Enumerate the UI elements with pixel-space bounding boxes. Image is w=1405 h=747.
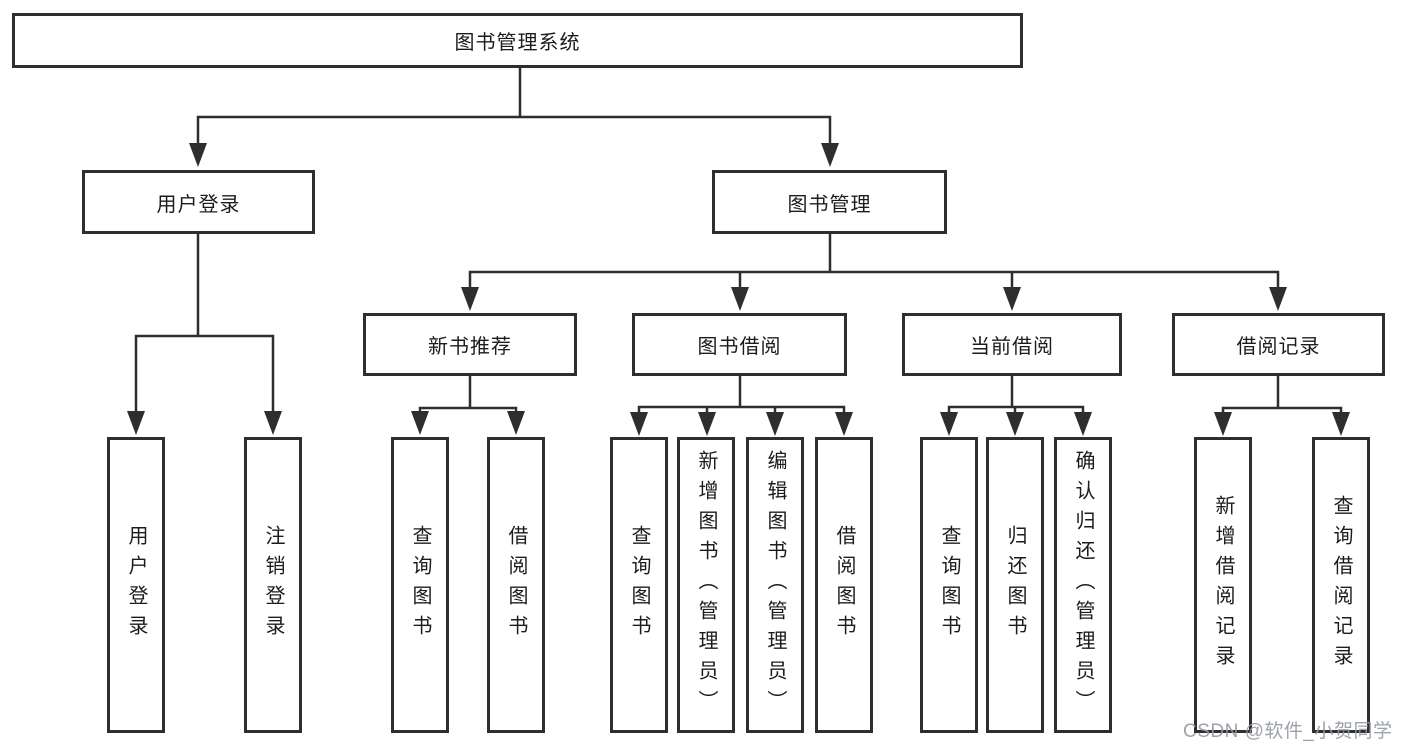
node-root-system: 图书管理系统 xyxy=(12,13,1023,68)
node-book-borrow-label: 图书借阅 xyxy=(697,336,782,358)
node-current-borrow-label: 当前借阅 xyxy=(970,336,1054,358)
leaf-borrow-books: 借阅图书 xyxy=(815,437,873,733)
node-new-book-recommend-label: 新书推荐 xyxy=(428,336,512,358)
node-user-login: 用户登录 xyxy=(82,170,315,234)
arrowheads xyxy=(127,143,1350,436)
node-user-login-label: 用户登录 xyxy=(156,193,241,216)
leaf-query-books-current: 查询图书 xyxy=(920,437,978,733)
node-root-label: 图书管理系统 xyxy=(454,32,581,54)
leaf-logout: 注销登录 xyxy=(244,437,302,733)
leaf-confirm-return-admin: 确认归还（管理员） xyxy=(1054,437,1112,733)
node-borrow-records: 借阅记录 xyxy=(1172,313,1385,376)
edge-mgmt-to-sections xyxy=(468,234,1280,288)
leaf-user-login: 用户登录 xyxy=(107,437,165,733)
edge-sec0-to-leaves xyxy=(418,376,518,412)
node-new-book-recommend: 新书推荐 xyxy=(363,313,577,376)
edge-sec3-to-leaves xyxy=(1221,376,1343,413)
leaf-add-books-admin: 新增图书（管理员） xyxy=(677,437,735,733)
node-book-borrow: 图书借阅 xyxy=(632,313,847,376)
leaf-query-borrow-record: 查询借阅记录 xyxy=(1312,437,1370,733)
node-borrow-records-label: 借阅记录 xyxy=(1236,336,1321,358)
edge-root-to-level2 xyxy=(196,68,832,144)
edge-sec1-to-leaves xyxy=(637,376,846,413)
leaf-query-books-borrow: 查询图书 xyxy=(610,437,668,733)
node-book-management: 图书管理 xyxy=(712,170,947,234)
edge-sec2-to-leaves xyxy=(947,376,1085,413)
node-current-borrow: 当前借阅 xyxy=(902,313,1122,376)
node-book-management-label: 图书管理 xyxy=(787,193,872,216)
leaf-edit-books-admin: 编辑图书（管理员） xyxy=(746,437,804,733)
leaf-return-books: 归还图书 xyxy=(986,437,1044,733)
leaf-query-books-recommend: 查询图书 xyxy=(391,437,449,733)
leaf-borrow-books-recommend: 借阅图书 xyxy=(487,437,545,733)
edge-login-to-leaves xyxy=(134,234,275,412)
leaf-add-borrow-record: 新增借阅记录 xyxy=(1194,437,1252,733)
csdn-watermark: CSDN @软件_小贺同学 xyxy=(1183,721,1393,742)
